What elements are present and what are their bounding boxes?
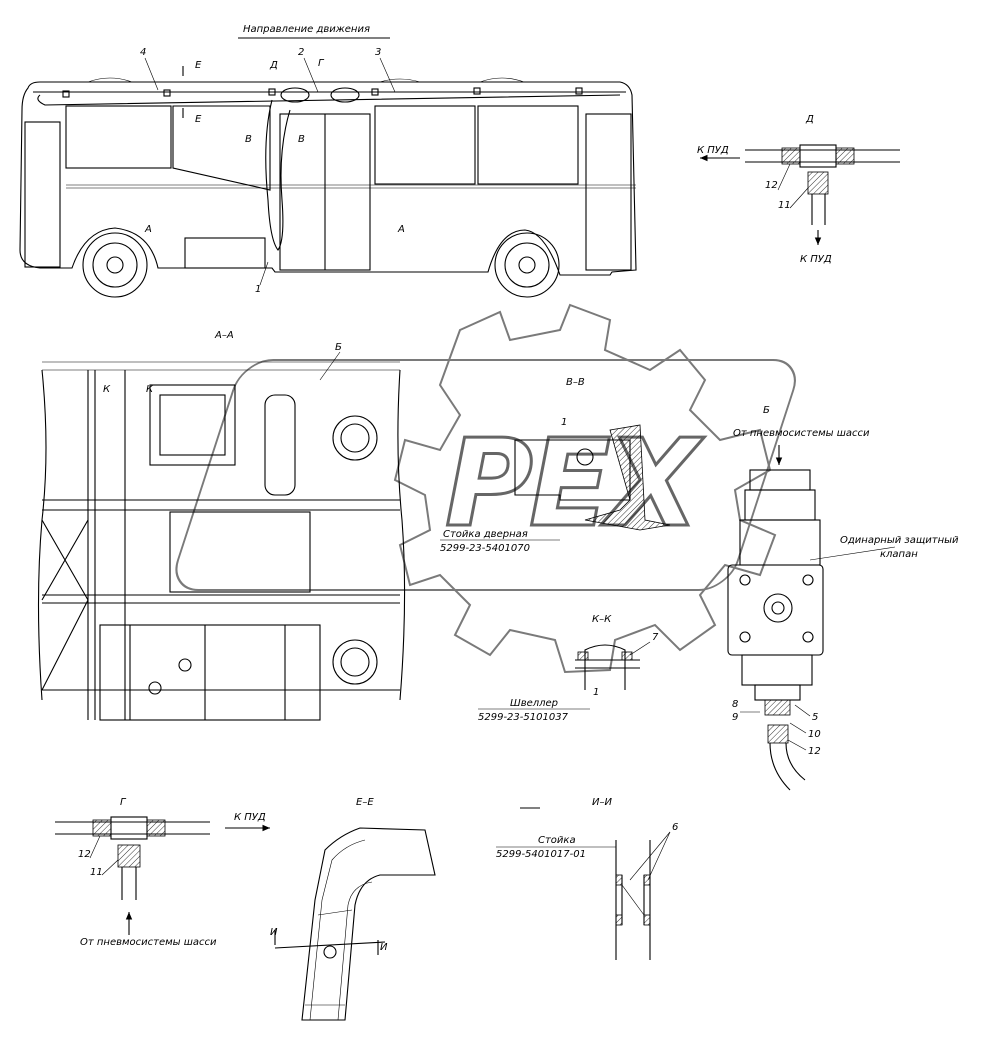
- direction-label: Направление движения: [243, 24, 370, 35]
- pos-5: 5: [812, 712, 818, 723]
- mark-v-left: В: [245, 134, 252, 145]
- pos-1-kk: 1: [593, 687, 599, 698]
- mark-d-top: Д: [269, 60, 278, 71]
- section-ii: И–И 6 Стойка 5299-5401017-01: [496, 797, 678, 960]
- front-wheel: [82, 232, 148, 298]
- view-d-title: Д: [805, 114, 814, 125]
- mark-e-top: Е: [195, 60, 202, 71]
- section-aa: А–А К К Б: [37, 330, 406, 721]
- view-g-title: Г: [120, 797, 127, 808]
- roof-pipe-clamps: [62, 87, 583, 98]
- pos-2-label: 2: [298, 47, 304, 58]
- section-kk-title: К–К: [592, 614, 612, 625]
- bus-side-view: Направление движения: [19, 24, 637, 298]
- view-g: Г К ПУД 12 11 От пневмосистемы шасси: [55, 797, 270, 948]
- mark-a-left: А: [144, 224, 152, 235]
- view-d-to-pud-left: К ПУД: [697, 145, 729, 156]
- view-d-to-pud-bottom: К ПУД: [800, 254, 832, 265]
- view-d: Д К ПУД 12 11 К ПУД: [697, 114, 900, 265]
- door-post-code: 5299-23-5401070: [440, 543, 530, 554]
- mark-i-left: И: [270, 927, 278, 938]
- pos-6: 6: [672, 822, 678, 833]
- mark-g-top: Г: [318, 58, 325, 69]
- channel-code: 5299-23-5101037: [478, 712, 569, 723]
- section-ee: Е–Е И И: [270, 797, 436, 1021]
- pos-7: 7: [652, 632, 659, 643]
- pos-12-d: 12: [765, 180, 778, 191]
- pos-1-bus: 1: [255, 284, 261, 295]
- pos-9: 9: [732, 712, 738, 723]
- pos-11-d: 11: [778, 200, 791, 211]
- pos-4-label: 4: [140, 47, 146, 58]
- post-label: Стойка: [538, 835, 576, 846]
- door-post-label: Стойка дверная: [443, 529, 528, 540]
- pos-10: 10: [808, 729, 821, 740]
- mark-v-right: В: [298, 134, 305, 145]
- mark-i-right: И: [380, 942, 388, 953]
- mark-e-bottom: Е: [195, 114, 202, 125]
- pos-3-label: 3: [375, 47, 381, 58]
- mark-k-left: К: [103, 384, 111, 395]
- view-g-to-pud: К ПУД: [234, 812, 266, 823]
- pos-1-vv: 1: [561, 417, 567, 428]
- section-kk: К–К 7 1 Швеллер 5299-23-5101037: [478, 614, 659, 723]
- channel-label: Швеллер: [510, 698, 558, 709]
- pos-11-g: 11: [90, 867, 103, 878]
- pos-8: 8: [732, 699, 738, 710]
- section-ee-title: Е–Е: [356, 797, 374, 808]
- rear-wheel: [494, 232, 560, 298]
- section-aa-title: А–А: [214, 330, 234, 341]
- from-pneumo-g: От пневмосистемы шасси: [80, 937, 217, 948]
- from-pneumo-b: От пневмосистемы шасси: [733, 428, 870, 439]
- view-b-valve: Б От пневмосистемы шасси Одинарный защит…: [727, 405, 959, 791]
- valve-title-2: клапан: [880, 549, 918, 560]
- view-b-title: Б: [763, 405, 770, 416]
- pos-12-g: 12: [78, 849, 91, 860]
- watermark-text: PEX: [445, 415, 705, 554]
- section-vv-title: В–В: [566, 377, 585, 388]
- mark-k-right: К: [146, 384, 154, 395]
- watermark-logo: PEX: [175, 303, 796, 674]
- pos-12-b: 12: [808, 746, 821, 757]
- section-ii-title: И–И: [592, 797, 612, 808]
- section-vv: В–В 1 Стойка дверная 5299-23-5401070: [440, 377, 671, 554]
- valve-title-1: Одинарный защитный: [840, 535, 959, 546]
- post-code: 5299-5401017-01: [496, 849, 586, 860]
- mark-a-right: А: [397, 224, 405, 235]
- mark-b-aa: Б: [335, 342, 342, 353]
